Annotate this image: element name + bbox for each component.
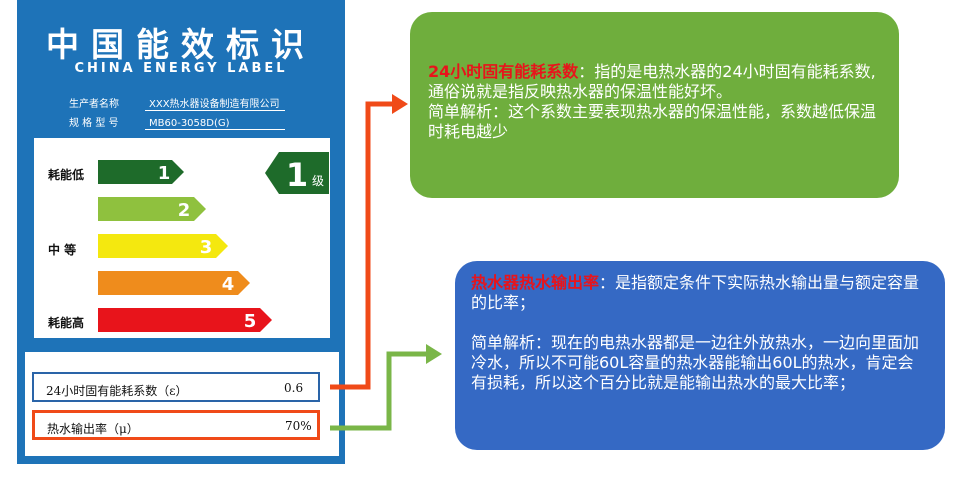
connector-green [330, 351, 430, 431]
label-title-en: CHINA ENERGY LABEL [74, 61, 288, 76]
connector-red-arrowhead [392, 94, 408, 114]
manufacturer-key: 生产者名称 [69, 99, 119, 110]
hot-water-output-label: 热水输出率（μ） [47, 422, 139, 436]
hot-water-output-callout-text: ：是指额定条件下实际热水输出量与额定容量的比率； [471, 273, 920, 312]
label-title-cn: 中国能效标识 [46, 25, 316, 64]
energy-coefficient-callout-title: 24小时固有能耗系数 [428, 62, 579, 81]
manufacturer-row: 生产者名称 XXX热水器设备制造有限公司 [69, 95, 285, 111]
grade-number: 1 [286, 156, 308, 194]
energy-coefficient-callout: 24小时固有能耗系数：指的是电热水器的24小时固有能耗系数,通俗说就是指反映热水… [410, 12, 899, 198]
level-low-label: 耗能低 [48, 168, 85, 182]
model-key: 规 格 型 号 [69, 118, 119, 129]
grade-bar-2-number: 2 [178, 200, 191, 221]
grade-unit: 级 [312, 174, 324, 188]
energy-coefficient-callout-text: ：指的是电热水器的24小时固有能耗系数,通俗说就是指反映热水器的保温性能好坏。 [428, 62, 876, 101]
energy-coefficient-label: 24小时固有能耗系数（ε） [46, 384, 188, 398]
hot-water-output-callout-explain: 简单解析：现在的电热水器都是一边往外放热水，一边向里面加冷水，所以不可能60L容… [471, 333, 920, 392]
grade-bar-3-number: 3 [200, 237, 213, 258]
grade-indicator: 1 级 [265, 152, 329, 194]
grade-bar-5-number: 5 [244, 311, 257, 332]
hot-water-output-callout: 热水器热水输出率：是指额定条件下实际热水输出量与额定容量的比率； 简单解析：现在… [455, 261, 945, 450]
hot-water-output-value: 70% [285, 419, 312, 433]
grade-bar-4: 4 [98, 271, 250, 295]
energy-label: 中国能效标识 CHINA ENERGY LABEL 生产者名称 XXX热水器设备制… [17, 0, 345, 464]
level-mid-label: 中 等 [48, 243, 77, 257]
energy-coefficient-value: 0.6 [284, 381, 304, 395]
grade-bar-3: 3 [98, 234, 228, 258]
energy-coefficient-row: 24小时固有能耗系数（ε） 0.6 [32, 372, 320, 402]
metrics-box: 24小时固有能耗系数（ε） 0.6 热水输出率（μ） 70% [25, 352, 339, 456]
connector-green-arrowhead [426, 344, 442, 364]
grade-bar-4-number: 4 [222, 274, 235, 295]
grade-bar-1-number: 1 [158, 163, 171, 184]
model-row: 规 格 型 号 MB60-3058D(G) [69, 114, 285, 130]
energy-coefficient-callout-explain: 简单解析：这个系数主要表现热水器的保温性能，系数越低保温时耗电越少 [428, 102, 877, 141]
grade-bar-1: 1 [98, 160, 184, 184]
grade-bar-2: 2 [98, 197, 206, 221]
manufacturer-value: XXX热水器设备制造有限公司 [145, 95, 285, 111]
grade-bar-5: 5 [98, 308, 272, 332]
level-high-label: 耗能高 [48, 316, 85, 330]
hot-water-output-row: 热水输出率（μ） 70% [32, 410, 320, 440]
hot-water-output-callout-title: 热水器热水输出率 [471, 273, 600, 292]
model-value: MB60-3058D(G) [145, 118, 285, 130]
efficiency-scale: 耗能低 中 等 耗能高 1 2 3 4 5 1 级 [34, 138, 330, 338]
